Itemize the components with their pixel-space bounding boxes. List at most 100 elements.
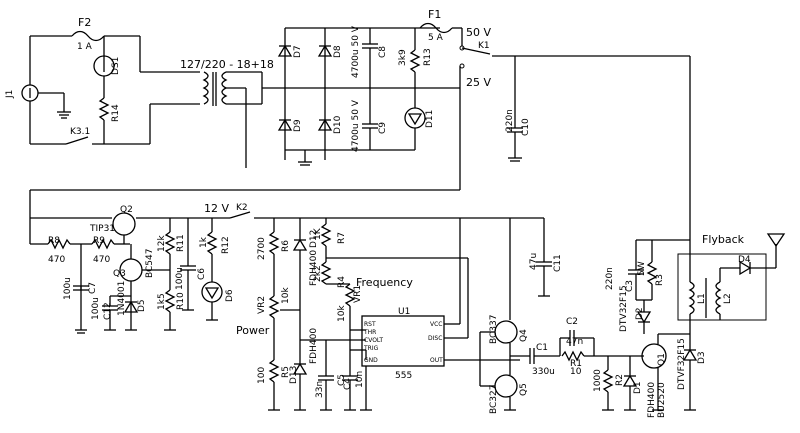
d9-label: D9	[293, 119, 303, 132]
k1-switch	[461, 47, 491, 55]
bc547-label: BC547	[145, 249, 155, 278]
r7-resistor	[320, 223, 332, 247]
vr1-potentiometer	[344, 283, 356, 307]
j1-label: J1	[5, 90, 15, 99]
r11-value: 12k	[157, 235, 167, 252]
r14-resistor	[98, 97, 110, 121]
r2-resistor	[602, 369, 614, 393]
r10-label: R10	[176, 292, 186, 310]
c4-label: C4	[343, 378, 353, 390]
l2-label: L2	[723, 293, 733, 304]
q2-label: Q2	[120, 205, 133, 215]
u1-part: 555	[395, 371, 412, 381]
r1-value: 10	[570, 367, 582, 377]
vr2-label: VR2	[257, 296, 267, 314]
q4-label: Q4	[519, 329, 529, 342]
r6-value: 2700	[257, 237, 267, 260]
transformer-label: 127/220 - 18+18	[180, 58, 274, 71]
r2-label: R2	[615, 374, 625, 386]
vr2-potentiometer	[268, 295, 280, 319]
r12-label: R12	[221, 236, 231, 254]
c6-value: 100u	[175, 267, 185, 290]
c10-label: C10	[521, 118, 531, 136]
r2-value: 1000	[593, 369, 603, 392]
r13-value: 3k9	[398, 49, 408, 66]
pin-gnd: GND	[364, 357, 378, 364]
c3-value: 220n	[605, 267, 615, 290]
r7-value: 1K	[313, 227, 323, 240]
antenna-icon	[766, 233, 786, 248]
r13-label: R13	[423, 48, 433, 66]
pin-thr: THR	[363, 329, 376, 336]
pin-out: OUT	[430, 357, 443, 364]
d13-value: FDH400	[309, 328, 319, 364]
r9-label: R9	[93, 236, 105, 246]
f1-value: 5 A	[428, 33, 444, 43]
r1-resistor	[561, 350, 585, 362]
d12-label: D12	[309, 230, 319, 248]
pin-vcc: VCC	[430, 321, 442, 328]
v50-label: 50 V	[466, 26, 491, 39]
c3-label: C3	[625, 280, 635, 292]
r8-resistor	[47, 238, 71, 250]
driver-stage: BC337 Q4 BC327 Q5 C1 330u C2 47n R1 10	[479, 218, 707, 418]
r5-label: R5	[281, 366, 291, 378]
d8-label: D8	[333, 45, 343, 58]
d2-label: D2	[635, 307, 645, 320]
c6-label: C6	[197, 268, 207, 280]
pin-trig: TRIG	[363, 345, 379, 352]
d6-label: D6	[225, 289, 235, 302]
k2-label: K2	[236, 203, 248, 213]
q5-label: Q5	[519, 383, 529, 396]
c2-value: 47n	[566, 337, 583, 347]
c2-label: C2	[566, 317, 578, 327]
c11-label: C11	[553, 254, 563, 272]
r7-label: R7	[337, 232, 347, 244]
r1-label: R1	[570, 359, 582, 369]
u1-label: U1	[398, 307, 410, 317]
r3-label: R3	[655, 274, 665, 286]
q3-label: Q3	[113, 269, 126, 279]
r4-resistor	[320, 261, 332, 285]
c5-value: 33n	[315, 381, 325, 398]
r13-resistor	[409, 49, 421, 73]
filter-caps: C8 4700u 50 V C9 4700u 50 V 3k9 R13 D11	[325, 25, 460, 152]
c12-label: C12	[103, 302, 113, 320]
output-switch: F1 5 A 50 V K1 25 V 220n C10	[29, 8, 691, 244]
pin-rst: RST	[364, 321, 376, 328]
frequency-label: Frequency	[356, 276, 413, 289]
q1-label: Q1	[657, 353, 667, 366]
c1-value: 330u	[532, 367, 555, 377]
c9-value: 4700u 50 V	[351, 99, 361, 152]
r6-label: R6	[281, 240, 291, 252]
vr1-value: 10k	[337, 305, 347, 322]
c7-value: 100u	[63, 277, 73, 300]
c1-label: C1	[536, 343, 548, 353]
tip31-label: TIP31	[89, 224, 115, 234]
r5-resistor	[268, 359, 280, 383]
r6-resistor	[268, 231, 280, 255]
r10-value: 1k5	[157, 293, 167, 310]
c8-label: C8	[378, 46, 388, 58]
d12-value: FDH400	[309, 250, 319, 286]
flyback-label: Flyback	[702, 233, 745, 246]
r3-resistor	[646, 261, 658, 285]
power-label: Power	[236, 324, 270, 337]
f2-value: 1 A	[77, 42, 93, 52]
d5-label: D5	[137, 299, 147, 312]
q2-transistor	[112, 212, 136, 236]
f1-label: F1	[428, 8, 441, 21]
c8-value: 4700u 50 V	[351, 25, 361, 78]
q1-value: BU2520	[657, 382, 667, 418]
d1-value: FDH400	[647, 382, 657, 418]
v12-label: 12 V	[204, 202, 229, 215]
c12-value: 100u	[91, 297, 101, 320]
r9-value: 470	[93, 255, 110, 265]
vr2-value: 10k	[281, 287, 291, 304]
c10-value: 220n	[505, 109, 515, 132]
r14-label: R14	[111, 104, 121, 122]
pin-cvolt: CVOLT	[364, 337, 383, 344]
v25-label: 25 V	[466, 76, 491, 89]
r10-resistor	[164, 289, 176, 313]
c7-label: C7	[88, 282, 98, 294]
